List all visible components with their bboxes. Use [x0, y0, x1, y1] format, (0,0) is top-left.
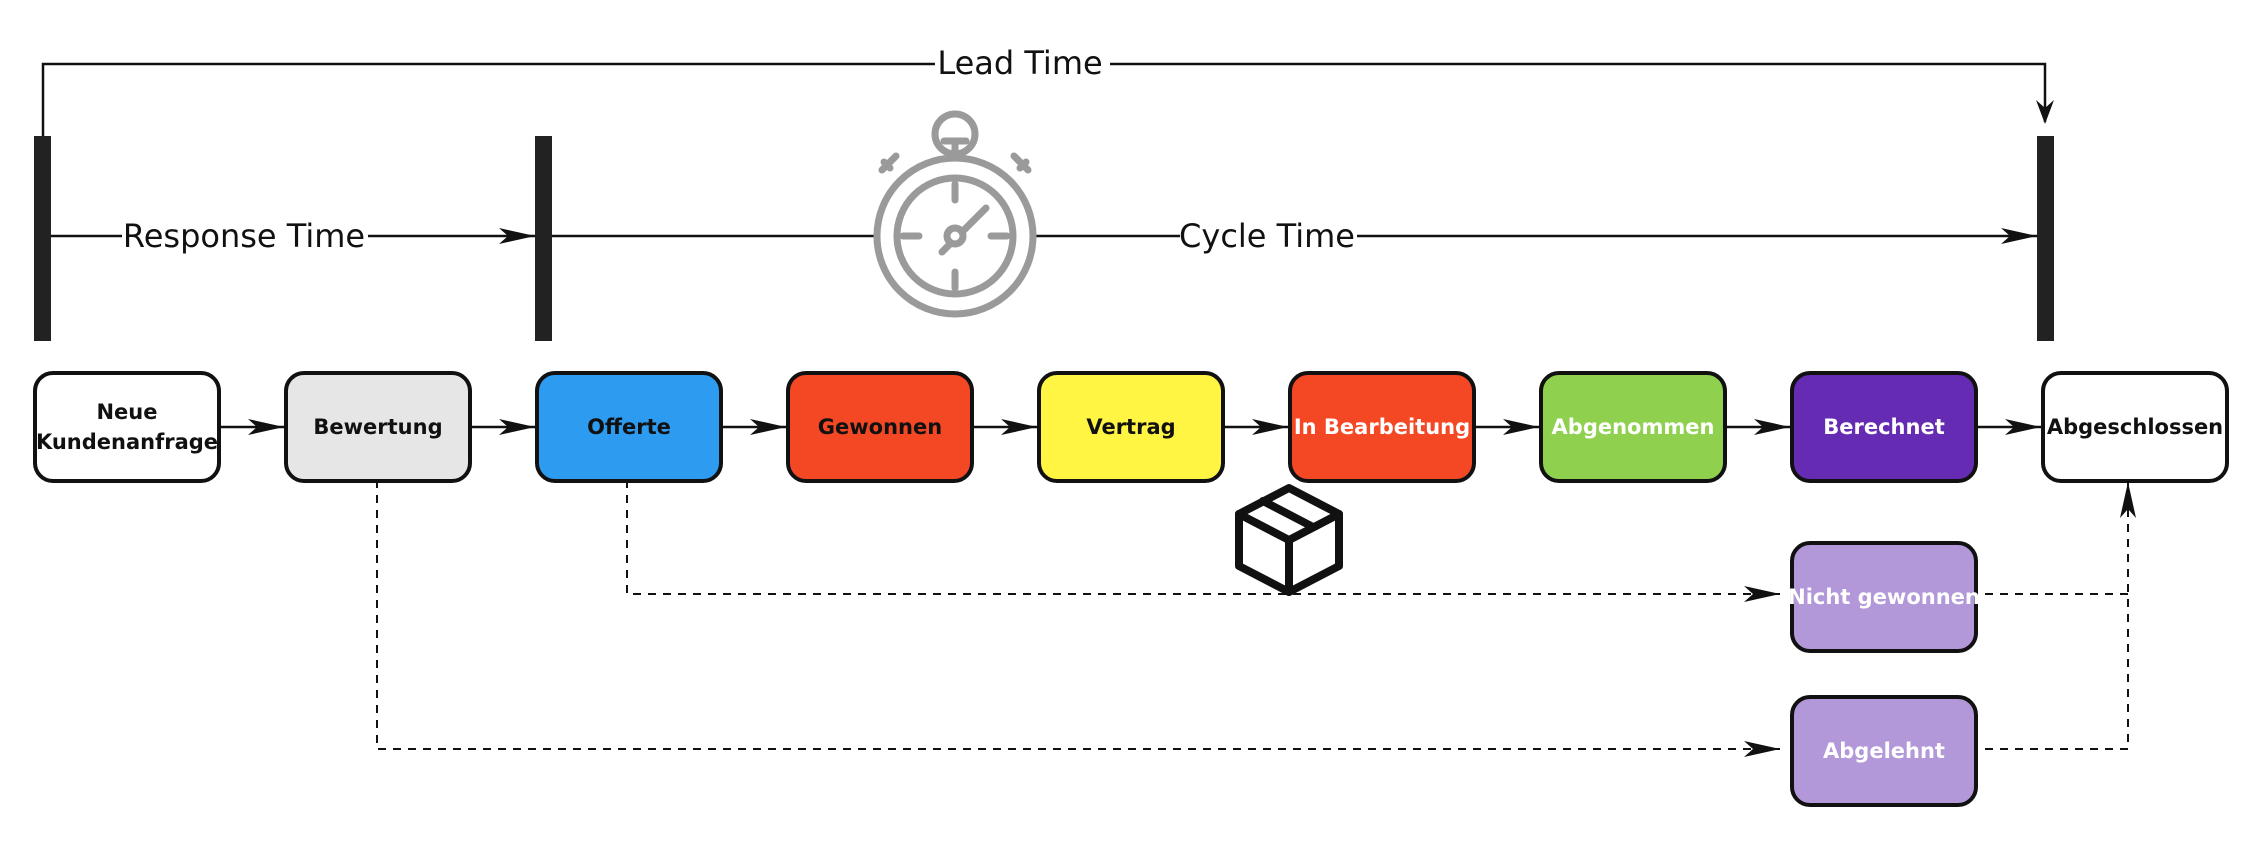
stopwatch-icon	[873, 110, 1037, 318]
stage-nicht-gewonnen-label: Nicht gewonnen	[1788, 585, 1980, 609]
stage-neue-label: Kundenanfrage	[36, 430, 218, 454]
stage-offerte: Offerte	[535, 371, 723, 483]
lead-time-label: Lead Time	[937, 44, 1102, 82]
package-box-icon	[1235, 484, 1343, 596]
stage-bewertung: Bewertung	[284, 371, 472, 483]
stage-abgenommen: Abgenommen	[1539, 371, 1727, 483]
stage-in-bearbeitung-box	[1288, 371, 1476, 483]
response-time-label: Response Time	[123, 217, 365, 255]
stage-in-bearbeitung: In Bearbeitung	[1288, 371, 1476, 483]
stage-neue-box	[33, 371, 221, 483]
stage-berechnet-box	[1790, 371, 1978, 483]
stage-nicht-gewonnen: Nicht gewonnen	[1788, 541, 1980, 653]
stage-abgeschlossen: Abgeschlossen	[2041, 371, 2229, 483]
stage-vertrag: Vertrag	[1037, 371, 1225, 483]
flow-offerte-to-nicht-gewonnen	[626, 480, 1780, 602]
flow-abgelehnt-to-abgeschlossen	[1970, 482, 2136, 750]
stage-offerte-label: Offerte	[587, 415, 671, 439]
stage-nicht-gewonnen-box	[1790, 541, 1978, 653]
stage-vertrag-label: Vertrag	[1086, 415, 1175, 439]
stage-gewonnen-label: Gewonnen	[818, 415, 942, 439]
stage-abgeschlossen-label: Abgeschlossen	[2047, 415, 2223, 439]
stage-abgenommen-label: Abgenommen	[1552, 415, 1715, 439]
stage-offerte-box	[535, 371, 723, 483]
stage-gewonnen-box	[786, 371, 974, 483]
response-marker	[535, 136, 552, 341]
end-marker	[2037, 136, 2054, 341]
stage-bewertung-label: Bewertung	[313, 415, 442, 439]
stage-gewonnen: Gewonnen	[786, 371, 974, 483]
stage-bewertung-box	[284, 371, 472, 483]
lead-time-arrowhead	[2036, 100, 2054, 124]
stage-neue-label: Neue	[96, 400, 157, 424]
stage-abgelehnt: Abgelehnt	[1790, 695, 1978, 807]
stage-abgelehnt-label: Abgelehnt	[1823, 739, 1945, 763]
cycle-time-label: Cycle Time	[1179, 217, 1355, 255]
stage-abgenommen-box	[1539, 371, 1727, 483]
stage-abgeschlossen-box	[2041, 371, 2229, 483]
stage-abgelehnt-box	[1790, 695, 1978, 807]
lead-time-bracket	[41, 62, 2047, 136]
flow-bewertung-to-abgelehnt	[376, 480, 1780, 757]
stage-berechnet-label: Berechnet	[1823, 415, 1944, 439]
start-marker	[34, 136, 51, 341]
stage-vertrag-box	[1037, 371, 1225, 483]
stage-in-bearbeitung-label: In Bearbeitung	[1294, 415, 1470, 439]
stage-berechnet: Berechnet	[1790, 371, 1978, 483]
